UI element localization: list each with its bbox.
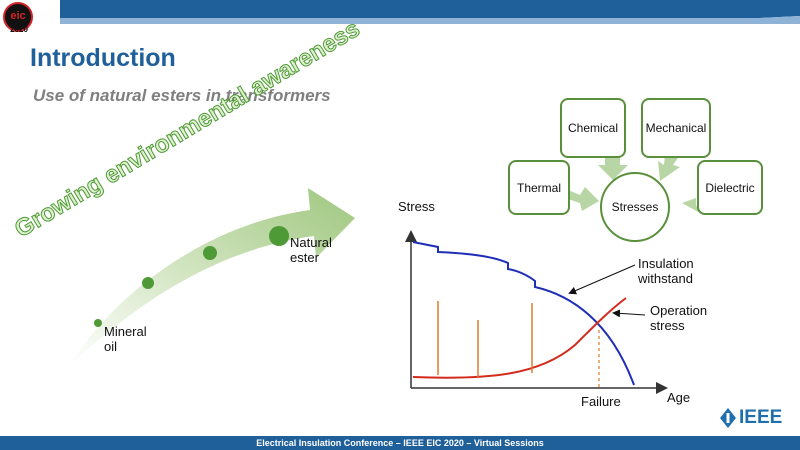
banner-stripes [0, 0, 800, 34]
eic-logo: eic [3, 2, 33, 32]
dot-step-2 [142, 277, 154, 289]
dot-step-3 [203, 246, 217, 260]
dielectric-box: Dielectric [697, 160, 763, 215]
ieee-text: IEEE [739, 407, 783, 428]
stresses-circle: Stresses [600, 172, 670, 242]
arrow-mechanical [658, 155, 680, 181]
top-banner [0, 0, 800, 34]
ieee-logo: IEEE [720, 407, 782, 429]
dot-mineral-oil [94, 319, 102, 327]
operation-pointer [612, 309, 646, 318]
stress-arrows [568, 155, 700, 213]
arrow-chemical [598, 155, 628, 180]
mineral-oil-label: Mineral oil [104, 324, 147, 354]
chemical-box: Chemical [560, 98, 626, 158]
awareness-arrow-diagram [70, 188, 355, 365]
page-subtitle: Use of natural esters in transformers [33, 86, 331, 105]
footer-bar: Electrical Insulation Conference – IEEE … [0, 436, 800, 450]
page-title: Introduction [30, 44, 176, 72]
failure-label: Failure [581, 394, 621, 409]
insulation-withstand-label: Insulation withstand [638, 256, 694, 286]
thermal-box: Thermal [508, 160, 570, 215]
x-axis-label: Age [667, 390, 691, 405]
arrow-thermal [568, 187, 599, 211]
logo-text: eic [10, 10, 26, 22]
insulation-pointer [568, 264, 636, 295]
mechanical-box: Mechanical [641, 98, 711, 158]
stress-age-graph [405, 230, 668, 394]
natural-ester-label: Natural ester [290, 235, 332, 265]
ieee-diamond-icon [720, 408, 736, 428]
dot-natural-ester [269, 226, 289, 246]
arrow-dielectric [682, 198, 700, 213]
operation-stress-curve [412, 297, 627, 379]
logo-year: 2020 [10, 25, 28, 34]
y-axis-label: Stress [398, 199, 435, 214]
insulation-withstand-curve [412, 241, 635, 386]
operation-stress-label: Operation stress [650, 303, 708, 333]
